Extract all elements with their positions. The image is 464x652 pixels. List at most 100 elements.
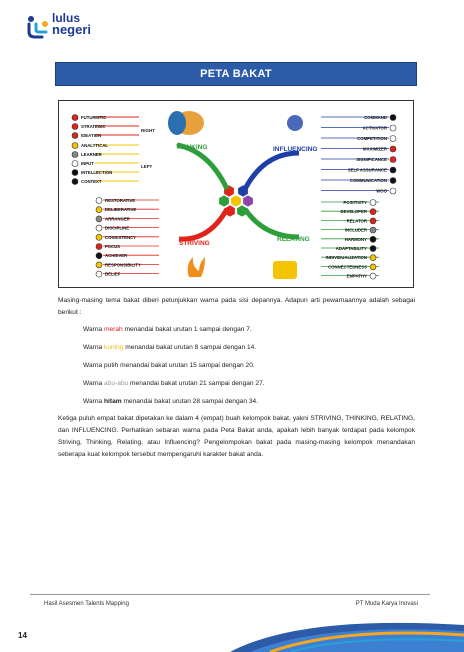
relating-item-7: CONNECTEDNESS	[328, 264, 367, 269]
relating-dot-0	[369, 199, 377, 206]
team-icon	[273, 261, 297, 279]
influencing-dot-3	[389, 145, 397, 153]
relating-dot-2	[369, 217, 377, 225]
striving-dot-7	[95, 261, 103, 269]
striving-label: STRIVING	[179, 240, 210, 247]
influencing-dot-5	[389, 166, 397, 174]
page-number: 14	[18, 631, 27, 640]
thinking-left-dot-1	[71, 151, 79, 158]
thinking-label: THINKING	[176, 144, 207, 151]
mindmap-canvas: THINKING RIGHT LEFT FUTURISTIC STRATEGIC IDEA…	[71, 111, 397, 280]
relating-item-0: POSITIVITY	[343, 200, 367, 205]
striving-item-2: ARRANGER	[105, 216, 131, 221]
striving-item-3: DISCIPLINE	[105, 226, 129, 231]
thinking-branch	[176, 142, 230, 191]
logo-text: lulus negeri	[52, 11, 92, 37]
influencing-dot-7	[389, 187, 397, 195]
legend-item-white: Warna putih menandai bakat urutan 15 sam…	[83, 362, 255, 369]
flame-icon	[187, 257, 205, 277]
striving-branch	[178, 207, 230, 242]
influencing-item-1: ACTIVATOR	[363, 126, 388, 131]
thinking-left-item-0: ANALYTICAL	[81, 143, 108, 148]
striving-dot-4	[95, 234, 103, 241]
influencing-item-4: SIGNIFICANCE	[356, 157, 387, 162]
footer-left-text: Hasil Asesmen Talents Mapping	[44, 601, 129, 607]
striving-dot-2	[95, 215, 103, 223]
influencing-dot-6	[389, 177, 397, 184]
thinking-left-item-4: CONTEXT	[81, 179, 102, 184]
body-text: Masing-masing tema bakat diberi petunjuk…	[58, 295, 415, 461]
relating-dot-6	[369, 254, 377, 261]
logo-line2: negeri	[52, 22, 92, 37]
grouping-paragraph: Ketiga puluh empat bakat dipetakan ke da…	[58, 413, 415, 461]
page-title: PETA BAKAT	[55, 62, 417, 86]
influencing-branch	[242, 150, 300, 191]
relating-item-4: HARMONY	[345, 237, 367, 242]
thinking-left-item-1: LEARNER	[81, 152, 103, 157]
company-logo	[26, 12, 126, 46]
influencing-item-0: COMMAND	[364, 115, 387, 120]
influencing-label: INFLUENCING	[273, 146, 317, 153]
relating-item-3: INCLUDER	[345, 228, 368, 233]
leader-icon	[287, 115, 303, 131]
striving-dot-1	[95, 206, 103, 213]
thinking-right-item-1: STRATEGIC	[81, 124, 106, 129]
thinking-right-dot-0	[71, 114, 79, 121]
thinking-right-dot-2	[71, 132, 79, 139]
striving-dot-5	[95, 243, 103, 250]
color-legend-list: Warna merah menandai bakat urutan 1 samp…	[58, 324, 415, 408]
striving-item-8: BELIEF	[105, 272, 121, 277]
relating-label: RELATING	[277, 236, 310, 243]
legend-item-gray: Warna abu-abu menandai bakat urutan 21 s…	[83, 380, 265, 387]
relating-item-2: RELATOR	[347, 218, 368, 223]
thinking-right-label: RIGHT	[141, 128, 155, 133]
striving-item-4: CONSISTENCY	[105, 235, 136, 240]
striving-dot-0	[95, 197, 103, 204]
striving-dot-3	[95, 224, 103, 232]
grouping-text: Ketiga puluh empat bakat dipetakan ke da…	[58, 415, 415, 458]
legend-item-black: Warna hitam menandai bakat urutan 28 sam…	[83, 398, 258, 405]
striving-item-7: RESPONSIBILITY	[105, 262, 141, 267]
center-hex-2	[218, 194, 230, 208]
influencing-item-3: MAXIMIZER	[363, 147, 388, 152]
thinking-right-item-2: IDEATION	[81, 133, 101, 138]
talent-mindmap: THINKING RIGHT LEFT FUTURISTIC STRATEGIC IDEA…	[58, 100, 414, 288]
relating-item-5: ADAPTABILITY	[336, 246, 367, 251]
influencing-item-2: COMPETITION	[357, 136, 387, 141]
striving-dot-8	[95, 270, 103, 278]
logo-line1: lulus	[52, 11, 81, 25]
thinking-left-dot-0	[71, 142, 79, 149]
influencing-dot-0	[389, 114, 397, 121]
influencing-dot-1	[389, 124, 397, 132]
thinking-right-item-0: FUTURISTIC	[81, 115, 107, 120]
footer-right-text: PT Muda Karya Inovasi	[355, 601, 418, 607]
center-hex-4	[242, 194, 254, 208]
logo-mark-icon	[27, 16, 48, 39]
brain-left-half	[168, 111, 186, 135]
thinking-right-dot-1	[71, 123, 79, 130]
influencing-item-7: WOO	[376, 189, 387, 194]
thinking-left-item-3: INTELLECTION	[81, 170, 112, 175]
thinking-left-dot-4	[71, 178, 79, 185]
relating-branch	[242, 207, 300, 240]
relating-dot-3	[369, 226, 377, 234]
relating-dot-7	[369, 263, 377, 271]
intro-paragraph: Masing-masing tema bakat diberi petunjuk…	[58, 297, 415, 316]
striving-item-1: DELIBERATIVE	[105, 207, 136, 212]
striving-dot-6	[95, 252, 103, 259]
thinking-left-dot-2	[71, 160, 79, 167]
striving-item-5: FOCUS	[105, 244, 120, 249]
influencing-item-6: COMMUNICATION	[350, 178, 387, 183]
thinking-left-dot-3	[71, 169, 79, 176]
legend-item-yellow: Warna kuning menandai bakat urutan 8 sam…	[83, 344, 257, 351]
influencing-dot-2	[389, 135, 397, 142]
footer-wave-decoration	[230, 622, 464, 652]
relating-dot-5	[369, 245, 377, 252]
center-hex-3	[230, 194, 242, 208]
thinking-left-label: LEFT	[141, 164, 152, 169]
striving-item-6: ACHIEVER	[105, 253, 128, 258]
relating-dot-4	[369, 236, 377, 243]
relating-item-6: INDIVIDUALIZATION	[326, 255, 367, 260]
thinking-left-item-2: INPUT	[81, 161, 94, 166]
relating-item-1: DEVELOPER	[340, 209, 367, 214]
